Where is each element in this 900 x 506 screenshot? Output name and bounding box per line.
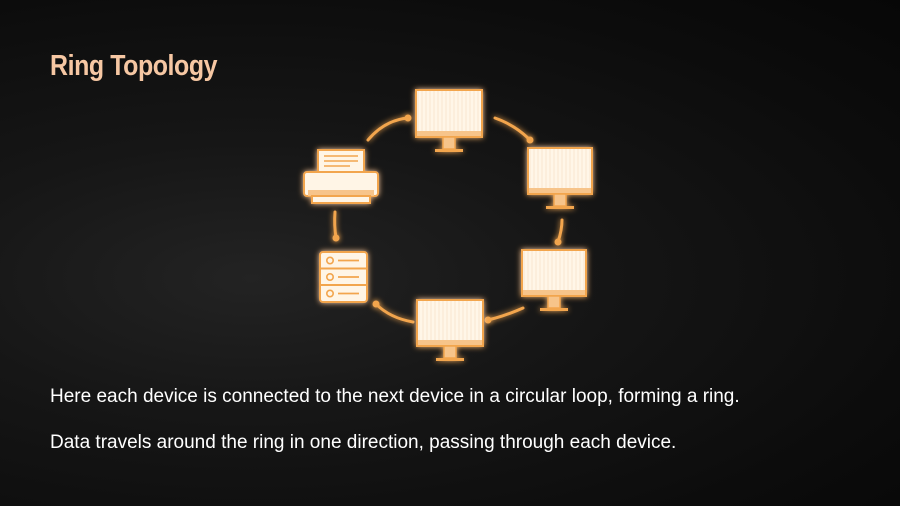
link-arrow-dot: [554, 238, 562, 246]
link-server-to-printer: [333, 210, 338, 240]
monitor-icon: [416, 299, 484, 361]
monitor-icon: [521, 249, 587, 311]
link-monitor-bottom-to-server: [374, 302, 415, 324]
link-monitor-top-to-monitor-upper-right: [493, 116, 532, 142]
link-arrow-dot: [404, 114, 412, 122]
link-arrow-dot: [332, 234, 340, 242]
link-arrow-dot: [484, 316, 492, 324]
link-monitor-lower-right-to-monitor-bottom: [486, 306, 525, 322]
link-arrow-dot: [372, 300, 380, 308]
slide-title: Ring Topology: [50, 50, 218, 82]
description-line-2: Data travels around the ring in one dire…: [50, 432, 677, 453]
link-printer-to-monitor-top: [366, 116, 410, 142]
monitor-icon: [527, 147, 593, 209]
description-line-1: Here each device is connected to the nex…: [50, 386, 740, 407]
printer-icon: [303, 149, 379, 204]
ring-diagram-svg: [303, 89, 593, 361]
ring-topology-diagram: [290, 80, 600, 370]
server-icon: [319, 251, 368, 303]
link-arrow-dot: [526, 136, 534, 144]
monitor-icon: [415, 89, 483, 152]
